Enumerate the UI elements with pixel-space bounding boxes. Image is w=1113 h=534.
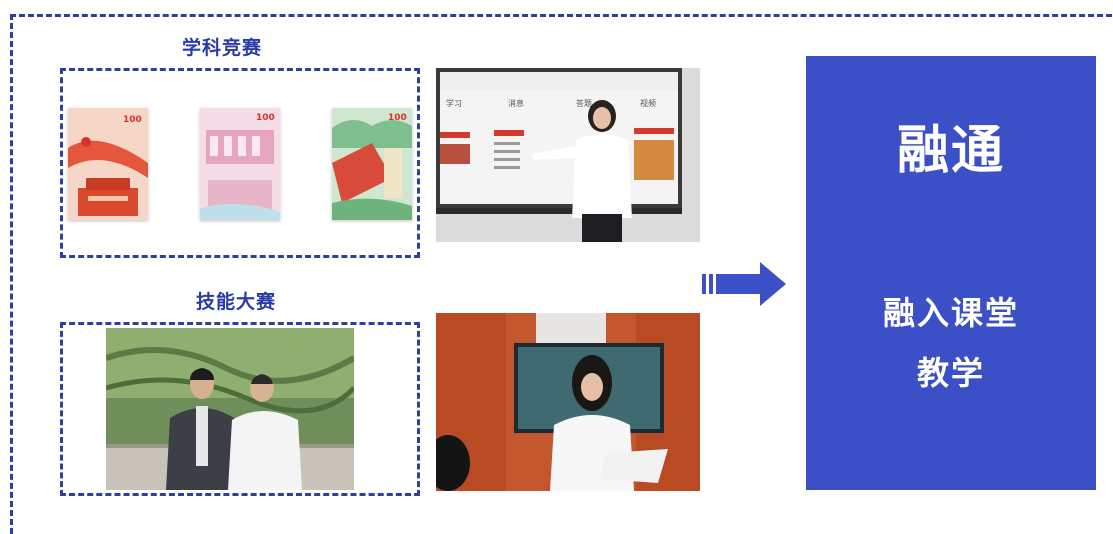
skills-box xyxy=(60,322,420,496)
screen-tab-3: 答题 xyxy=(576,98,592,108)
panel-line-2: 教学 xyxy=(916,354,985,392)
poster-3: 100 xyxy=(332,108,412,220)
poster-3-badge: 100 xyxy=(388,113,407,123)
poster-1-badge: 100 xyxy=(123,115,142,125)
summary-panel: 融通 融入课堂 教学 xyxy=(806,56,1096,490)
screen-tab-2: 消息 xyxy=(508,98,524,108)
poster-2: 100 xyxy=(200,108,280,220)
photo-speaker xyxy=(436,313,700,491)
panel-title: 融通 xyxy=(896,121,1005,181)
panel-line-1: 融入课堂 xyxy=(882,294,1019,332)
right-arrow-icon xyxy=(702,262,786,306)
skills-title: 技能大赛 xyxy=(196,291,277,313)
screen-tab-1: 学习 xyxy=(446,98,462,108)
competition-box xyxy=(60,68,420,258)
screen-tab-4: 视频 xyxy=(640,98,656,108)
poster-2-badge: 100 xyxy=(256,113,275,123)
outer-dashed-frame xyxy=(10,14,1113,534)
competition-title: 学科竞赛 xyxy=(182,37,263,59)
poster-1: 100 xyxy=(68,108,148,220)
photo-presenter-screen: 学习 消息 答题 视频 xyxy=(436,68,700,242)
photo-two-men xyxy=(106,328,354,490)
